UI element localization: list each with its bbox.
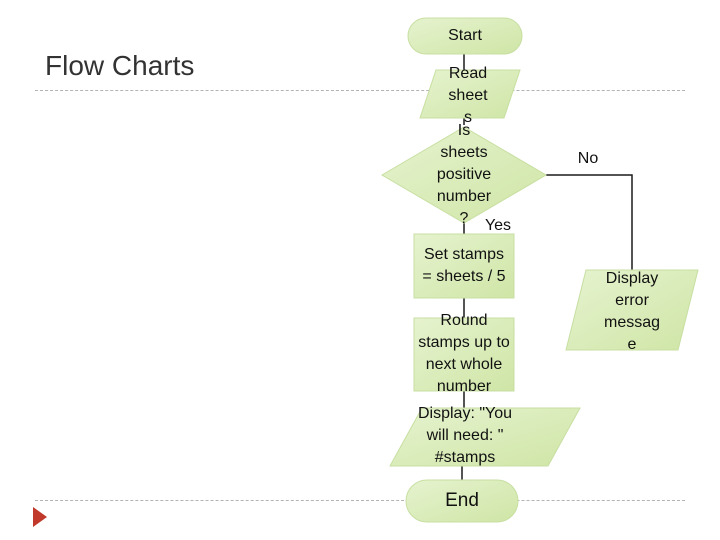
label-line: Display: "You	[417, 405, 513, 422]
display-output-shape	[389, 407, 581, 467]
round-label: Round stamps up to next whole number	[408, 310, 520, 398]
error-display-shape	[565, 269, 699, 351]
connector-decision-no	[546, 174, 633, 270]
label-line: will need: "	[426, 427, 504, 444]
no-label: No	[577, 150, 599, 167]
label-line: ?	[459, 210, 469, 227]
set-stamps-label: Set stamps = sheets / 5	[414, 234, 514, 298]
label-line: Round	[440, 312, 488, 329]
label-line: Set stamps	[423, 246, 504, 263]
label-line: number	[436, 378, 492, 395]
label-line: Display	[605, 270, 659, 287]
yes-label: Yes	[484, 217, 512, 234]
top-divider	[35, 90, 685, 91]
label-line: number	[436, 188, 492, 205]
label-line: messag	[603, 314, 661, 331]
label-line: error	[615, 292, 649, 309]
read-input-shape	[419, 69, 521, 119]
label-line: e	[627, 336, 637, 353]
label-line: Read	[448, 65, 488, 82]
round-process	[413, 317, 515, 392]
decision-label: Is sheets positive number?	[414, 120, 514, 230]
decision-diamond	[381, 126, 547, 224]
bottom-divider	[35, 500, 685, 501]
label-line: next whole	[425, 356, 503, 373]
label-line: positive	[436, 166, 492, 183]
start-label: Start	[448, 27, 482, 44]
read-label: Read sheet s	[420, 63, 516, 129]
label-line: s	[463, 109, 472, 126]
end-terminator	[405, 479, 519, 523]
bullet-arrow-icon	[33, 507, 47, 527]
label-line: sheet	[448, 87, 488, 104]
label-line: = sheets / 5	[422, 268, 506, 285]
display-label: Display: "You will need: " #stamps	[400, 403, 530, 469]
label-line: #stamps	[434, 449, 496, 466]
label-line: sheets	[440, 144, 488, 161]
error-label: Display error messag e	[584, 268, 680, 356]
set-stamps-process	[413, 233, 515, 299]
slide-title: Flow Charts	[45, 50, 195, 81]
label-line: stamps up to	[418, 334, 510, 351]
start-terminator	[407, 17, 523, 55]
end-label: End	[445, 490, 479, 511]
label-line: Is	[457, 122, 471, 139]
